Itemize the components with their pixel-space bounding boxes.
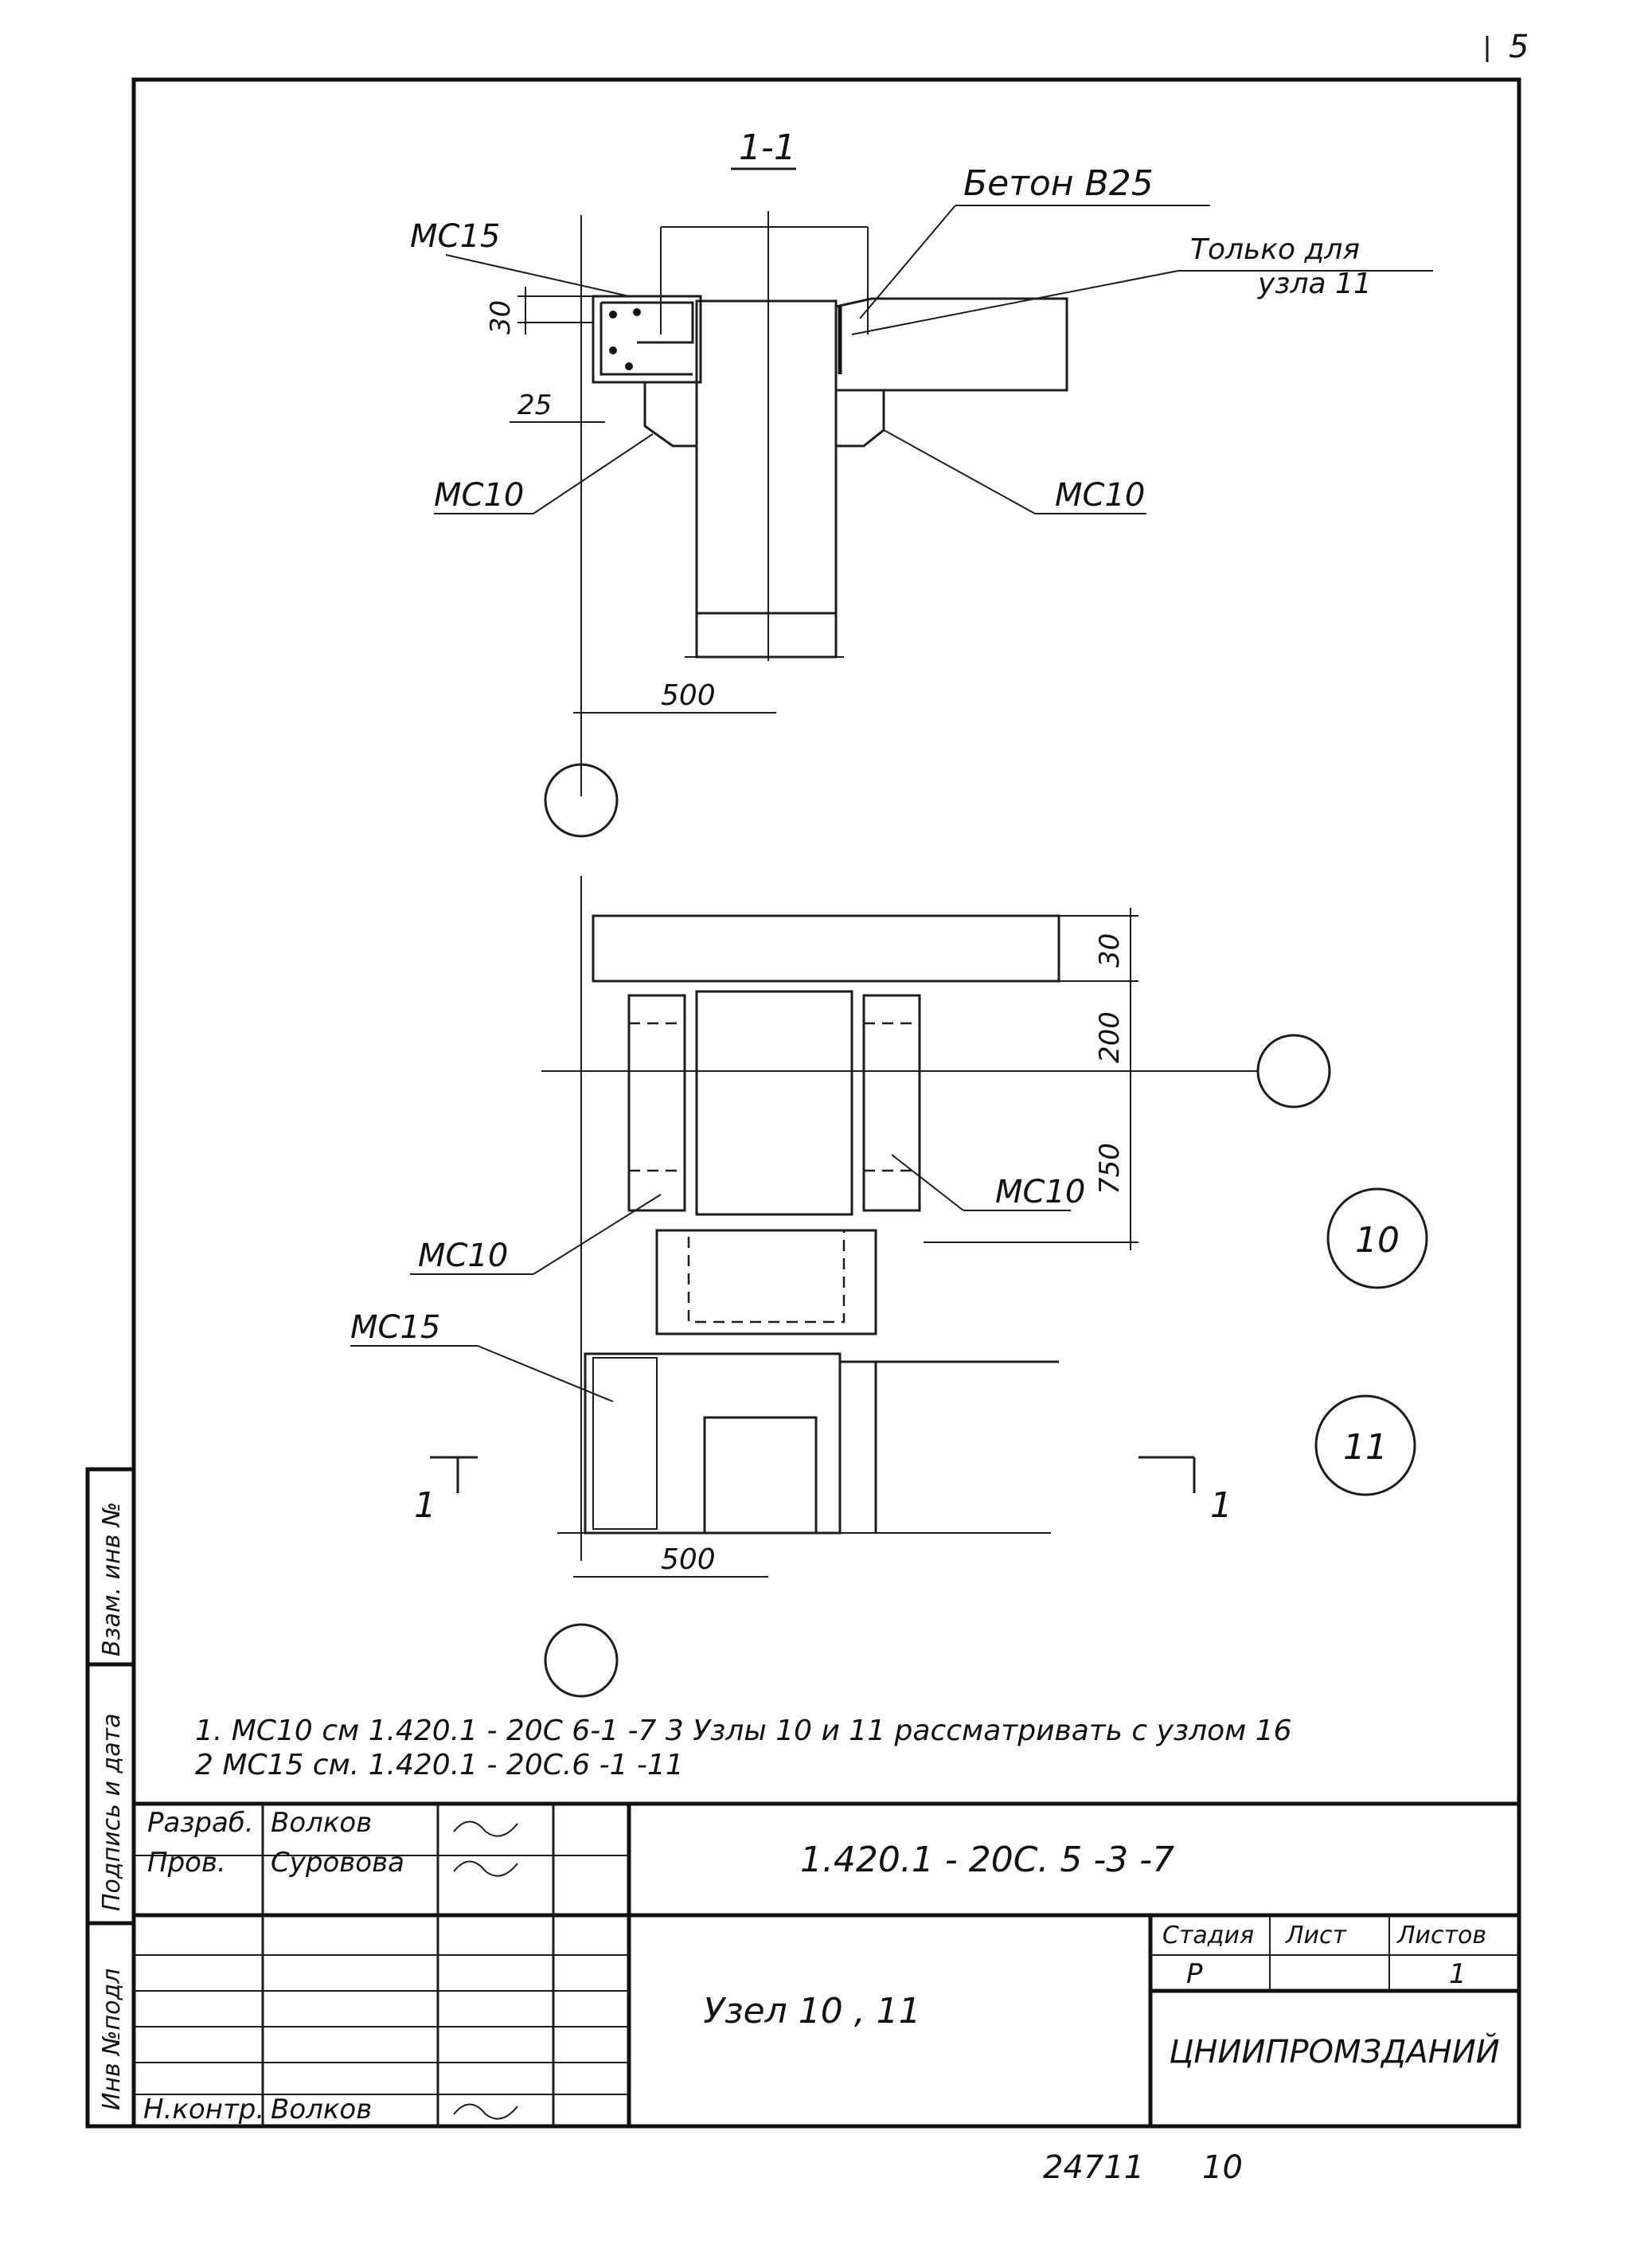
- leader-mc10-right: [883, 429, 1036, 514]
- note-line-2: узла 11: [1257, 268, 1372, 300]
- cut-label-right: 1: [1210, 1485, 1232, 1526]
- plan-slab: [592, 914, 1060, 983]
- dim-30: 30: [485, 300, 517, 334]
- title-block: Разраб. Волков Пров. Суровова Н.контр. В…: [134, 1801, 1519, 2126]
- label-plan-mc10-left: МС10: [418, 1238, 508, 1274]
- signature-1: [453, 1820, 518, 1837]
- leader-concrete: [859, 205, 956, 319]
- node-10: 10: [1355, 1220, 1400, 1261]
- label-plan-mc10-right: МС10: [995, 1174, 1085, 1210]
- left-slab: [592, 295, 702, 384]
- dim-500-section: 500: [661, 679, 716, 712]
- label-plan-mc15: МС15: [350, 1309, 440, 1346]
- sheet-frame: [131, 77, 1521, 2129]
- dim-25: 25: [517, 389, 552, 421]
- leader-mc10-left: [533, 433, 654, 514]
- label-concrete: Бетон В25: [963, 163, 1154, 204]
- side-stamp: Взам. инв № Подпись и дата Инв №подл: [85, 1467, 136, 2129]
- stamp-vzam: Взам. инв №: [98, 1502, 126, 1656]
- tb-name-2: Суровова: [271, 1847, 404, 1879]
- tb-role-1: Разраб.: [147, 1807, 254, 1839]
- stamp-inv: Инв №подл: [98, 1969, 126, 2110]
- plan-mc10-left: [627, 994, 686, 1212]
- label-mc15: МС15: [410, 218, 500, 255]
- stamp-podpis: Подпись и дата: [98, 1714, 126, 1912]
- leader-plan-mc10-left: [533, 1194, 662, 1275]
- section-title: 1-1: [739, 127, 796, 168]
- leader-note: [851, 270, 1179, 335]
- tb-title: Узел 10 , 11: [703, 1991, 920, 2031]
- note-1: 1. МС10 см 1.420.1 - 20С 6-1 -7 3 Узлы 1…: [195, 1715, 1292, 1747]
- axis-bubble-bottom: [544, 1623, 619, 1698]
- side-stamp-frame: [85, 1467, 136, 2129]
- dim-750: 750: [1094, 1143, 1126, 1195]
- plan-column: [695, 990, 853, 1216]
- signature-3: [453, 2103, 518, 2120]
- rebar-dot: [625, 362, 633, 370]
- plan-mc10-right: [862, 994, 921, 1212]
- leader-mc15: [445, 254, 630, 297]
- tb-sheet-hdr: Лист: [1285, 1922, 1348, 1949]
- tb-sheets: 1: [1449, 1958, 1466, 1990]
- console-mc10-left: [643, 381, 698, 448]
- node-circle-11: [1314, 1394, 1416, 1496]
- node-11: 11: [1343, 1427, 1388, 1468]
- note-line-1: Только для: [1190, 233, 1360, 266]
- tb-sheets-hdr: Листов: [1396, 1922, 1486, 1949]
- axis-bubble: [544, 763, 619, 838]
- channel-mc15: [599, 301, 694, 376]
- column-lower: [695, 612, 838, 659]
- note-2: 2 МС15 см. 1.420.1 - 20С.6 -1 -11: [195, 1749, 684, 1781]
- plan-view: 30 200 750 МС10 МС10 МС15 10 11 1 1 500: [350, 876, 1428, 1698]
- leader-plan-mc10-right: [891, 1154, 964, 1211]
- dim-500-plan: 500: [661, 1543, 716, 1576]
- tb-doc-code: 1.420.1 - 20С. 5 -3 -7: [800, 1840, 1174, 1880]
- signature-2: [453, 1860, 518, 1877]
- leader-plan-mc15: [477, 1345, 614, 1402]
- rebar-dot: [609, 346, 617, 354]
- tb-org: ЦНИИПРОМЗДАНИЙ: [1169, 2032, 1499, 2071]
- plan-column-hidden: [687, 1229, 846, 1324]
- dim-200: 200: [1094, 1011, 1126, 1063]
- label-mc10-right: МС10: [1055, 477, 1145, 514]
- dim-30-plan: 30: [1094, 933, 1126, 968]
- sheet-corner-number: 5: [1509, 29, 1529, 65]
- axis-bubble-right: [1256, 1034, 1331, 1109]
- tb-role-3: Н.контр.: [143, 2094, 264, 2125]
- plan-mc15: [592, 1357, 658, 1530]
- footer-number-1: 24711: [1043, 2149, 1144, 2186]
- rebar-dot: [633, 308, 641, 316]
- cut-label-left: 1: [414, 1485, 436, 1526]
- tb-name-3: Волков: [271, 2094, 372, 2125]
- label-mc10-left: МС10: [434, 477, 524, 514]
- tb-name-1: Волков: [271, 1807, 372, 1839]
- tb-stage: Р: [1186, 1958, 1203, 1990]
- section-1-1: 1-1 МС15 Бетон В25 Только для узла 1: [410, 127, 1433, 838]
- right-slab: [834, 297, 1068, 392]
- console-mc10-right: [834, 389, 885, 448]
- plan-slab-lower: [584, 1352, 842, 1535]
- tb-stage-hdr: Стадия: [1162, 1922, 1254, 1949]
- plan-opening: [703, 1416, 818, 1535]
- tb-role-2: Пров.: [147, 1847, 226, 1879]
- column-section: [695, 299, 838, 615]
- node-circle-10: [1326, 1187, 1428, 1289]
- rebar-dot: [609, 311, 617, 319]
- footer-number-2: 10: [1202, 2149, 1243, 2186]
